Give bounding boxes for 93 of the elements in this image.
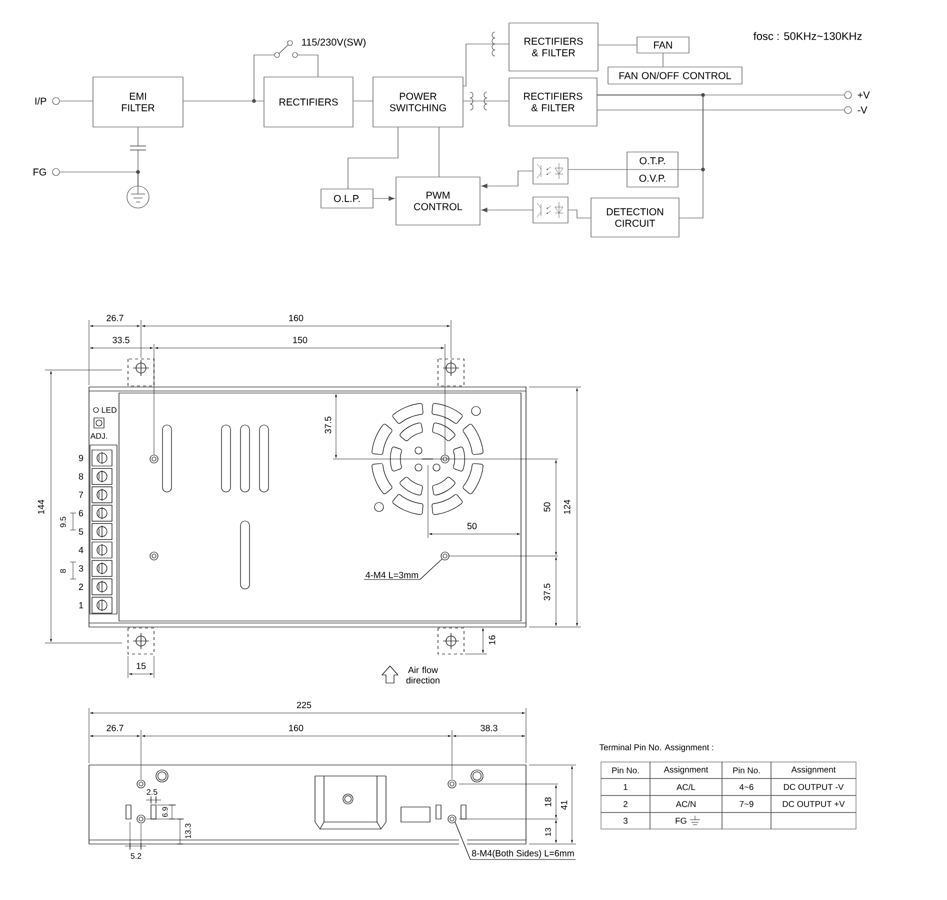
dimension-label: 2.5 — [146, 789, 158, 795]
indicator-label: LED — [102, 407, 116, 413]
table-cell: Assignment — [770, 762, 856, 779]
indicator-label: ADJ. — [90, 433, 107, 439]
block-box: RECTIFIERS & FILTER — [508, 78, 598, 126]
arrow — [481, 170, 533, 188]
block-box: DETECTION CIRCUIT — [590, 198, 680, 238]
connector-line — [597, 94, 704, 218]
block-box: FAN — [636, 36, 690, 54]
connector-line — [183, 100, 264, 102]
dimension-label: 15 — [136, 662, 146, 670]
dimension-label: 13.3 — [185, 824, 191, 838]
terminal-label: -V — [858, 106, 868, 114]
dimension-label: 50 — [544, 502, 550, 512]
table-title: Terminal Pin No. Assignment : — [600, 744, 714, 752]
dimension-label: 18 — [544, 797, 552, 806]
dimension-label: 26.7 — [106, 314, 124, 322]
pin-number: 7 — [78, 492, 84, 498]
connector-line — [662, 53, 664, 67]
terminal-label: I/P — [35, 97, 46, 105]
arrow — [481, 208, 533, 212]
table-cell: Pin No. — [600, 762, 650, 779]
dimension-label: 41 — [560, 800, 568, 810]
table-cell: 7~9 — [722, 795, 772, 813]
terminal-label: +V — [858, 92, 870, 98]
mounting-hole — [448, 814, 456, 824]
optocoupler-symbol — [532, 158, 568, 184]
leader-line — [454, 822, 576, 860]
dimension-label: 225 — [296, 702, 312, 708]
table-cell: 4~6 — [722, 778, 772, 796]
pin-number: 9 — [78, 454, 84, 462]
protection-box: O.T.P. O.V.P. — [626, 152, 678, 188]
block-box: O.L.P. — [320, 188, 374, 208]
table-cell: 1 — [600, 778, 650, 796]
table-cell: 3 — [600, 812, 650, 830]
connector-line — [598, 44, 637, 46]
connector-line — [463, 100, 509, 102]
block-box: RECTIFIERS — [264, 76, 354, 128]
leader-line — [364, 558, 442, 580]
pin-number: 2 — [78, 584, 84, 590]
pin-number: 1 — [79, 602, 84, 608]
note-text: 115/230V(SW) — [302, 38, 366, 48]
callout-text: 8-M4(Both Sides) L=6mm — [472, 850, 574, 858]
terminal-label: FG — [34, 168, 46, 176]
block-box: FAN ON/OFF CONTROL — [608, 66, 742, 84]
table-cell: Pin No. — [722, 762, 772, 779]
connector-line — [348, 127, 398, 189]
connector-line — [568, 210, 591, 218]
block-box: POWER SWITCHING — [372, 76, 464, 128]
table-cell: Assignment — [650, 762, 722, 779]
dimension-label: 144 — [38, 500, 44, 514]
connector-line — [60, 100, 93, 102]
connector-line — [463, 44, 509, 86]
table-cell: 2 — [600, 795, 650, 813]
connector-line — [568, 169, 627, 170]
ground-symbol — [126, 186, 150, 208]
table-cell: AC/N — [650, 795, 722, 813]
dimension-label: 26.7 — [106, 724, 124, 732]
connector-line — [353, 100, 373, 102]
dimension-label: 33.5 — [112, 336, 130, 344]
dimension-label: 160 — [289, 314, 304, 322]
dimension-label: 160 — [289, 724, 304, 732]
dimension-label: 38.3 — [480, 724, 498, 732]
block-box: PWM CONTROL — [396, 176, 480, 226]
connector-line — [438, 127, 440, 177]
table-cell: DC OUTPUT +V — [770, 795, 856, 813]
pin-number: 8 — [78, 473, 84, 480]
table-cell: AC/L — [650, 778, 722, 796]
pin-number: 3 — [78, 565, 84, 572]
connector-line — [60, 172, 138, 186]
block-box: RECTIFIERS & FILTER — [508, 22, 598, 72]
pin-number: 5 — [78, 528, 84, 535]
table-cell: FG — [650, 812, 722, 830]
dimension-label: 150 — [293, 336, 308, 344]
mounting-hole — [440, 552, 450, 560]
dimension-label: 8 — [60, 569, 66, 573]
note-text: Air flow direction — [406, 666, 440, 684]
dimension-label: 37.5 — [324, 416, 332, 434]
arrow — [373, 196, 395, 201]
dimension-label: 50 — [467, 522, 477, 530]
callout-text: 4-M4 L=3mm — [366, 572, 418, 578]
optocoupler-symbol — [532, 196, 568, 224]
dimension-label: 16 — [488, 635, 496, 644]
table-cell: DC OUTPUT -V — [770, 778, 856, 796]
dimension-label: 13 — [545, 828, 551, 836]
pin-number: 6 — [78, 510, 84, 516]
dimension-label: 124 — [564, 500, 570, 514]
block-box: EMI FILTER — [92, 76, 184, 128]
dimension-label: 9.5 — [60, 516, 66, 528]
dimension-label: 5.2 — [130, 853, 142, 859]
pin-number: 4 — [78, 546, 84, 554]
dimension-label: 37.5 — [544, 584, 550, 600]
note-text: fosc : 50KHz~130KHz — [753, 32, 862, 40]
